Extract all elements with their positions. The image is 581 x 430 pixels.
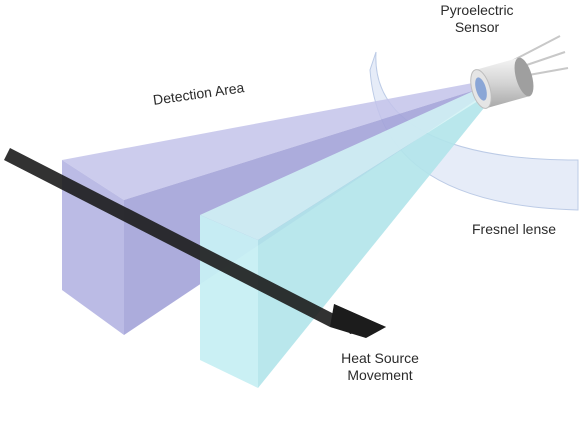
pyroelectric-sensor	[470, 35, 569, 109]
sensor-label-line2: Sensor	[454, 19, 500, 35]
heat-movement-arrow	[4, 148, 386, 338]
heat-label-line2: Movement	[347, 367, 413, 383]
heat-label-line1: Heat Source	[341, 350, 419, 366]
sensor-label-line1: Pyroelectric	[440, 2, 514, 18]
heat-source-label: Heat Source Movement	[325, 350, 435, 384]
sensor-label: Pyroelectric Sensor	[432, 2, 522, 36]
fresnel-lens-label: Fresnel lense	[472, 221, 557, 237]
